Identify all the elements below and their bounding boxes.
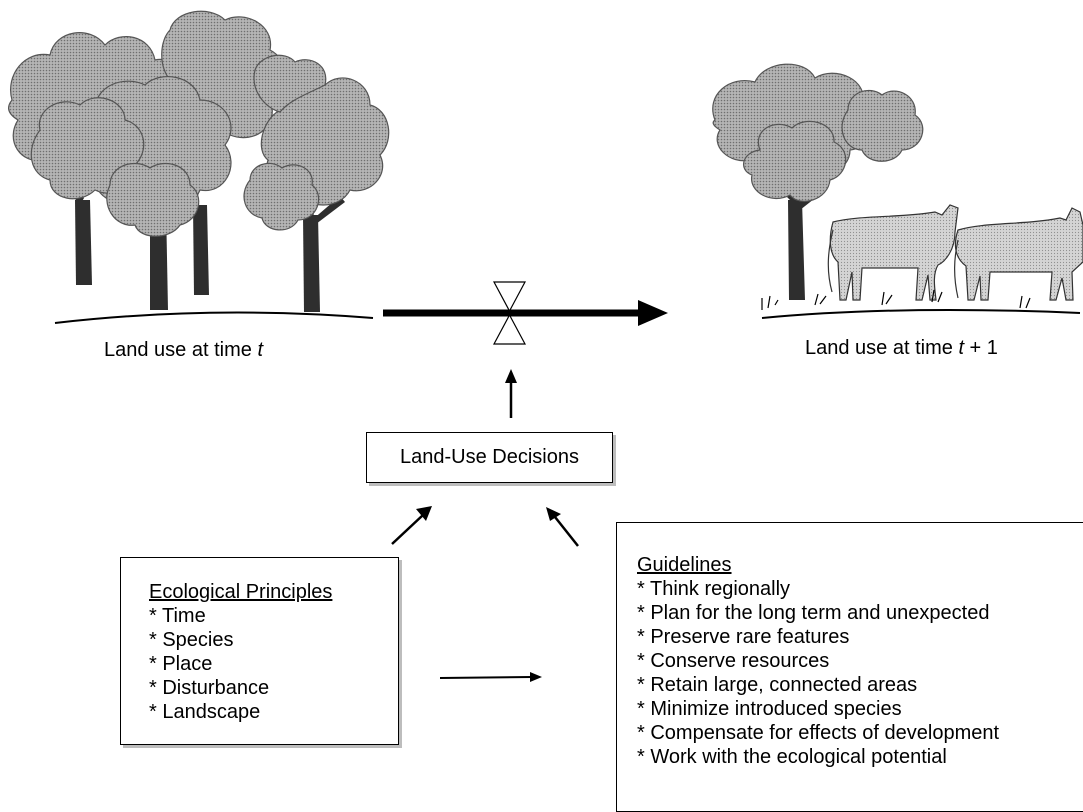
list-item: Landscape xyxy=(149,700,398,724)
time-arrow xyxy=(383,300,668,326)
left-scene-caption: Land use at time t xyxy=(104,340,263,360)
valve-symbol xyxy=(492,281,527,345)
tree-canopy xyxy=(712,63,924,202)
list-item: Disturbance xyxy=(149,676,398,700)
guidelines-list: Think regionally Plan for the long term … xyxy=(637,577,1083,769)
principles-to-decisions-arrow xyxy=(391,506,432,545)
decisions-label: Land-Use Decisions xyxy=(400,446,579,468)
cow-1 xyxy=(827,204,959,301)
tree-trunk xyxy=(770,175,828,300)
left-caption-text: Land use at time xyxy=(104,339,258,361)
forest-ground-line xyxy=(54,311,374,324)
left-caption-var: t xyxy=(257,339,263,361)
land-use-decisions-box: Land-Use Decisions xyxy=(366,432,613,483)
right-scene-caption: Land use at time t + 1 xyxy=(805,338,998,358)
guidelines-box: Guidelines Think regionally Plan for the… xyxy=(616,522,1083,812)
list-item: Retain large, connected areas xyxy=(637,673,1083,697)
list-item: Compensate for effects of development xyxy=(637,721,1083,745)
right-caption-suffix: + 1 xyxy=(964,337,998,359)
list-item: Time xyxy=(149,604,398,628)
principles-heading: Ecological Principles xyxy=(149,581,333,603)
list-item: Conserve resources xyxy=(637,649,1083,673)
principles-list: Time Species Place Disturbance Landscape xyxy=(149,604,398,724)
grass-tufts xyxy=(761,289,1031,310)
list-item: Minimize introduced species xyxy=(637,697,1083,721)
tree-canopy xyxy=(8,10,390,237)
guidelines-heading: Guidelines xyxy=(637,554,732,576)
list-item: Work with the ecological potential xyxy=(637,745,1083,769)
list-item: Think regionally xyxy=(637,577,1083,601)
cow-2 xyxy=(954,207,1083,301)
right-caption-text: Land use at time xyxy=(805,337,959,359)
pasture-illustration xyxy=(712,63,1083,319)
list-item: Preserve rare features xyxy=(637,625,1083,649)
right-caption-var: t xyxy=(958,337,964,359)
decision-up-arrow xyxy=(505,369,517,418)
list-item: Plan for the long term and unexpected xyxy=(637,601,1083,625)
ecological-principles-box: Ecological Principles Time Species Place… xyxy=(120,557,399,745)
list-item: Place xyxy=(149,652,398,676)
pasture-ground-line xyxy=(761,308,1081,319)
guidelines-to-decisions-arrow xyxy=(546,507,579,547)
forest-illustration xyxy=(8,10,390,324)
list-item: Species xyxy=(149,628,398,652)
principles-to-guidelines-arrow xyxy=(439,672,542,682)
